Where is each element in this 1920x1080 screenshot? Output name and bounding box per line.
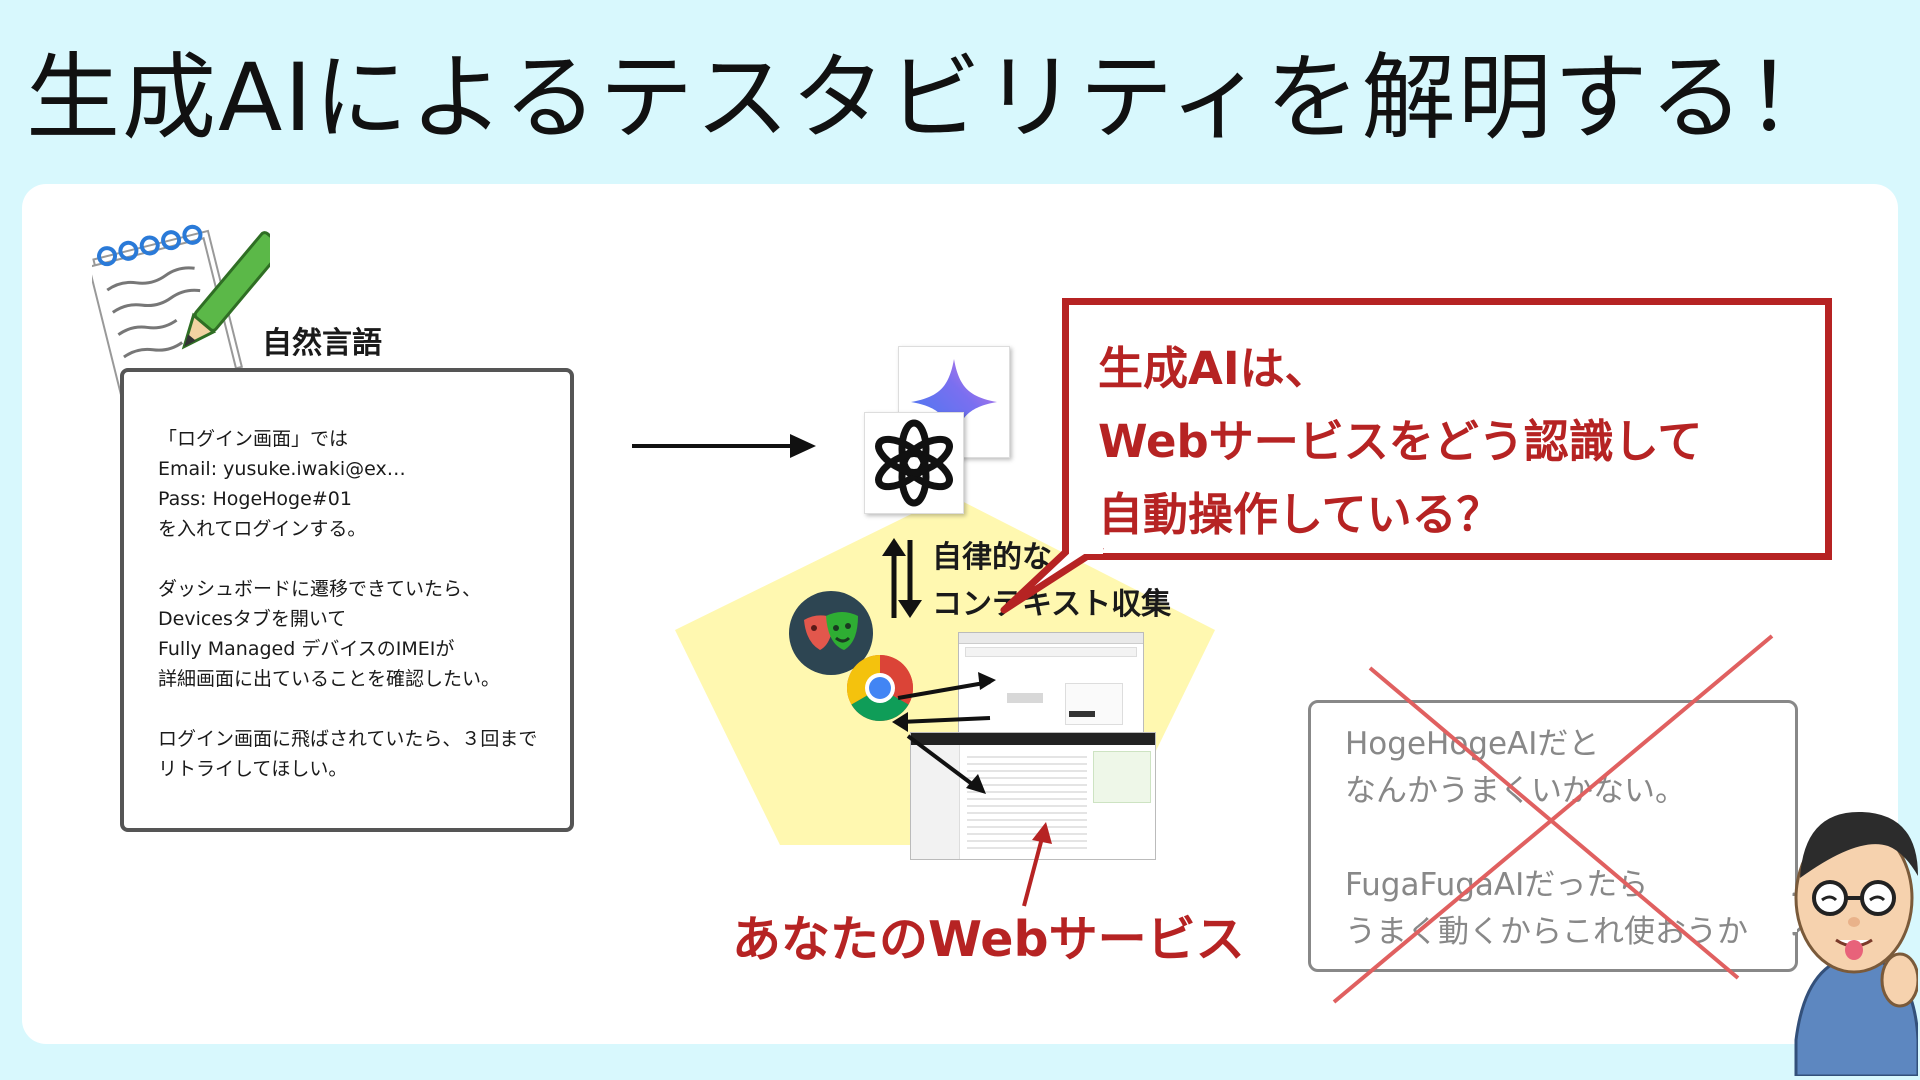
notebook-pencil-icon [92, 224, 270, 400]
page-title: 生成AIによるテスタビリティを解明する！ [26, 44, 1842, 153]
prompt-line: 「ログイン画面」では [158, 428, 349, 450]
dashboard-screenshot [910, 732, 1156, 860]
red-pointer-arrow-icon [1022, 822, 1052, 907]
openai-card [864, 412, 964, 514]
speech-bubble-text: 生成AIは、 Webサービスをどう認識して 自動操作している？ [1098, 332, 1702, 551]
natural-language-label: 自然言語 [262, 326, 382, 361]
speech-bubble [1062, 298, 1832, 560]
right-arrow-icon [632, 434, 816, 458]
prompt-line: Pass: HogeHoge#01 [158, 488, 352, 510]
chrome-icon [846, 655, 914, 722]
prompt-line: Fully Managed デバイスのIMEIが [158, 638, 455, 660]
prompt-line [158, 544, 570, 574]
prompt-line: Email: yusuke.iwaki@ex… [158, 458, 406, 480]
speech-bubble-tail [1000, 548, 1104, 614]
cross-mark-icon [1332, 634, 1774, 1004]
prompt-line: 詳細画面に出ていることを確認したい。 [158, 668, 501, 690]
prompt-line: ログイン画面に飛ばされていたら、３回まで [158, 728, 538, 750]
crossed-out-comment-box: HogeHogeAIだと なんかうまくいかない。 FugaFugaAIだったら … [1308, 700, 1798, 972]
context-line: コンテキスト収集 [932, 587, 1172, 622]
browser-arrows [892, 672, 996, 794]
openai-logo-icon [875, 419, 953, 507]
speech-line: Webサービスをどう認識して [1098, 415, 1703, 468]
playwright-masks-icon [789, 591, 873, 675]
bidirectional-arrow-icon [882, 538, 922, 618]
prompt-line [158, 694, 570, 724]
prompt-box: 「ログイン画面」では Email: yusuke.iwaki@ex… Pass:… [120, 368, 574, 832]
person-illustration [1794, 811, 1918, 1076]
prompt-line: を入れてログインする。 [158, 518, 367, 540]
your-web-service-label: あなたのWebサービス [732, 911, 1245, 968]
speech-line: 生成AIは、 [1098, 342, 1330, 395]
context-collection-text: 自律的な コンテキスト収集 [932, 534, 1171, 628]
context-line: 自律的な [932, 540, 1052, 575]
speech-line: 自動操作している？ [1098, 488, 1502, 541]
prompt-line: リトライしてほしい。 [158, 758, 348, 780]
comment-line: FugaFugaAIだったら [1345, 867, 1649, 903]
prompt-line: Devicesタブを開いて [158, 608, 347, 630]
gemini-sparkle-icon [911, 359, 997, 445]
prompt-line: ダッシュボードに遷移できていたら、 [158, 578, 482, 600]
